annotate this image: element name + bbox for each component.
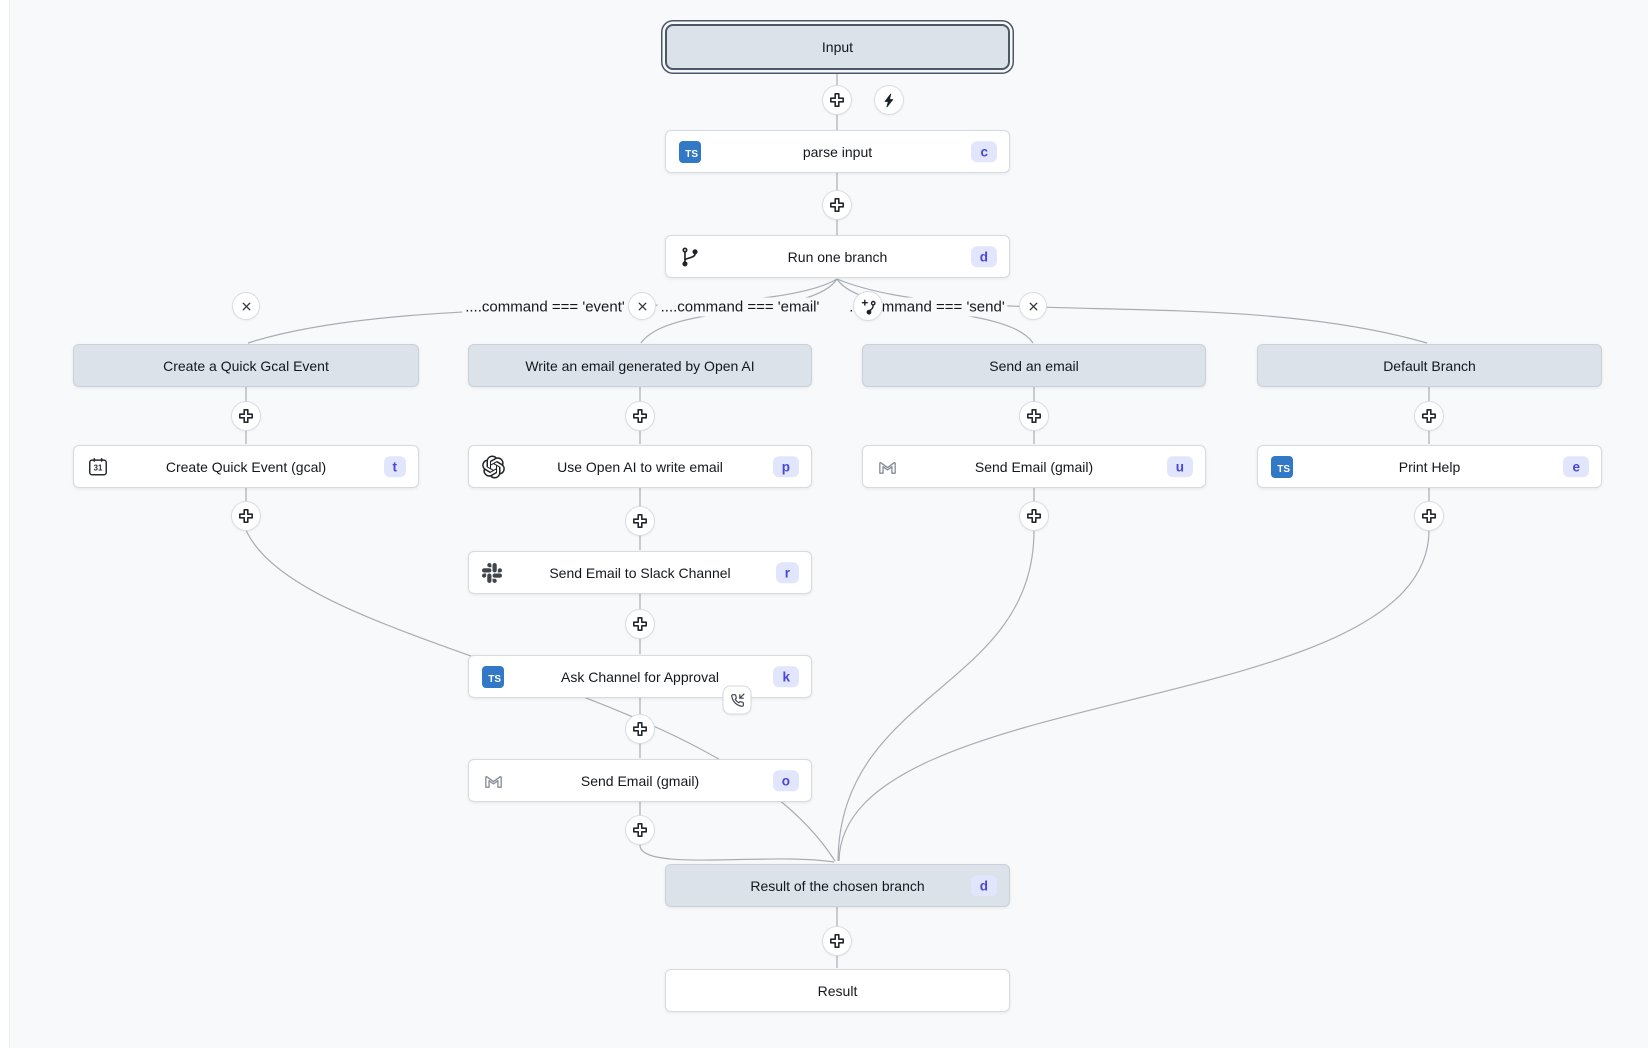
left-panel-edge: [0, 0, 10, 1048]
bolt-icon: [884, 93, 893, 107]
insert-step-button[interactable]: [1019, 401, 1049, 431]
branch-title: Create a Quick Gcal Event: [163, 357, 329, 374]
node-run-one-branch[interactable]: Run one branch d: [665, 235, 1010, 278]
plus-icon: [1027, 509, 1041, 523]
insert-step-button[interactable]: [1414, 501, 1444, 531]
branch-condition-label: ....command === 'email': [657, 297, 823, 317]
node-label: Result: [817, 982, 858, 999]
insert-step-button[interactable]: [625, 401, 655, 431]
git-branch-icon: [679, 246, 701, 268]
plus-icon: [633, 722, 647, 736]
branch-title: Write an email generated by Open AI: [525, 357, 755, 374]
svg-text:31: 31: [94, 463, 103, 472]
node-openai-write-email[interactable]: Use Open AI to write email p: [468, 445, 812, 488]
gmail-icon: [876, 455, 899, 478]
node-label: Input: [821, 39, 854, 55]
remove-branch-button[interactable]: [1019, 292, 1047, 320]
typescript-icon: TS: [679, 140, 701, 163]
slack-icon: [482, 562, 502, 583]
node-create-quick-event[interactable]: 31 Create Quick Event (gcal) t: [73, 445, 419, 488]
plus-icon: [1422, 509, 1436, 523]
node-flow-input[interactable]: Input: [665, 24, 1010, 70]
node-label: Send Email (gmail): [974, 458, 1094, 475]
insert-step-button[interactable]: [822, 926, 852, 956]
openai-icon: [482, 455, 505, 478]
branch-condition-label: ....command === 'event': [462, 297, 628, 317]
node-label: Create Quick Event (gcal): [165, 458, 327, 475]
node-label: Use Open AI to write email: [557, 458, 723, 475]
remove-branch-button[interactable]: [628, 292, 656, 320]
plus-icon: [239, 409, 253, 423]
branch-title: Send an email: [989, 357, 1079, 374]
branch-header-gcal-event[interactable]: Create a Quick Gcal Event: [73, 344, 419, 387]
node-send-email-gmail[interactable]: Send Email (gmail) o: [468, 759, 812, 802]
step-id-badge: e: [1563, 455, 1589, 478]
add-branch-icon: [861, 299, 876, 315]
node-label: Print Help: [1398, 458, 1461, 475]
plus-icon: [830, 93, 844, 107]
close-icon: [242, 302, 250, 310]
calendar-icon: 31: [87, 456, 109, 478]
branch-header-default[interactable]: Default Branch: [1257, 344, 1602, 387]
plus-icon: [1027, 409, 1041, 423]
plus-icon: [633, 823, 647, 837]
add-branch-button[interactable]: [853, 291, 883, 321]
step-id-badge: u: [1166, 455, 1193, 478]
node-label: Run one branch: [787, 248, 888, 265]
insert-step-button[interactable]: [231, 501, 261, 531]
node-send-email-slack[interactable]: Send Email to Slack Channel r: [468, 551, 812, 594]
step-id-badge: t: [383, 455, 406, 478]
suspend-approval-indicator: [722, 685, 752, 715]
plus-icon: [239, 509, 253, 523]
step-id-badge: d: [970, 874, 997, 897]
plus-icon: [633, 617, 647, 631]
insert-step-button[interactable]: [231, 401, 261, 431]
node-label: Send Email to Slack Channel: [549, 564, 731, 581]
typescript-icon: TS: [1271, 455, 1293, 478]
branch-title: Default Branch: [1383, 357, 1476, 374]
step-id-badge: d: [970, 245, 997, 268]
plus-icon: [633, 409, 647, 423]
step-id-badge: k: [773, 665, 799, 688]
insert-step-button[interactable]: [822, 85, 852, 115]
trigger-button[interactable]: [874, 85, 904, 115]
plus-icon: [633, 514, 647, 528]
node-branch-result[interactable]: Result of the chosen branch d: [665, 864, 1010, 907]
close-icon: [638, 302, 646, 310]
insert-step-button[interactable]: [625, 714, 655, 744]
phone-incoming-icon: [730, 693, 744, 707]
node-label: Result of the chosen branch: [750, 877, 925, 894]
step-id-badge: c: [971, 140, 997, 163]
insert-step-button[interactable]: [625, 815, 655, 845]
plus-icon: [830, 934, 844, 948]
insert-step-button[interactable]: [625, 506, 655, 536]
branch-condition-label: ....command === 'send': [846, 297, 1008, 317]
node-print-help[interactable]: TS Print Help e: [1257, 445, 1602, 488]
node-label: parse input: [802, 143, 873, 160]
step-id-badge: p: [772, 455, 799, 478]
close-icon: [1029, 302, 1037, 310]
insert-step-button[interactable]: [1414, 401, 1444, 431]
typescript-icon: TS: [482, 665, 504, 688]
step-id-badge: r: [775, 561, 799, 584]
node-parse-input[interactable]: TS parse input c: [665, 130, 1010, 173]
node-label: Send Email (gmail): [580, 772, 700, 789]
node-ask-channel-approval[interactable]: TS Ask Channel for Approval k: [468, 655, 812, 698]
branch-header-openai-email[interactable]: Write an email generated by Open AI: [468, 344, 812, 387]
node-flow-result[interactable]: Result: [665, 969, 1010, 1012]
plus-icon: [830, 198, 844, 212]
plus-icon: [1422, 409, 1436, 423]
branch-header-send-email[interactable]: Send an email: [862, 344, 1206, 387]
insert-step-button[interactable]: [625, 609, 655, 639]
insert-step-button[interactable]: [822, 190, 852, 220]
step-id-badge: o: [772, 769, 799, 792]
insert-step-button[interactable]: [1019, 501, 1049, 531]
remove-branch-button[interactable]: [232, 292, 260, 320]
node-send-email-gmail-2[interactable]: Send Email (gmail) u: [862, 445, 1206, 488]
gmail-icon: [482, 769, 505, 792]
node-label: Ask Channel for Approval: [561, 668, 719, 685]
